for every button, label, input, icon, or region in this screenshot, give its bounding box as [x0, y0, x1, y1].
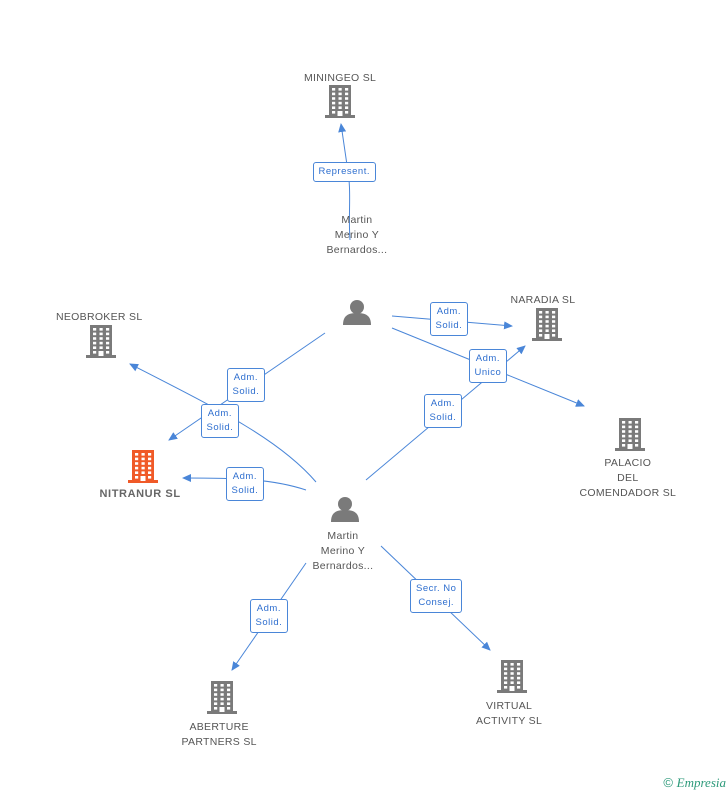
building-icon-nitranur[interactable]	[128, 450, 158, 483]
building-icon-aberture[interactable]	[207, 681, 237, 714]
building-icon-naradia[interactable]	[532, 308, 562, 341]
building-icon-virtual[interactable]	[497, 660, 527, 693]
person-icon-person2[interactable]	[331, 497, 359, 522]
node-label-person2[interactable]: Martin Merino Y Bernardos...	[312, 530, 374, 572]
node-label-person1[interactable]: Martin Merino Y Bernardos...	[326, 214, 388, 256]
copyright-symbol: ©	[663, 775, 674, 790]
edge-label-person1-miningeo[interactable]: Represent.	[312, 162, 376, 182]
node-label-palacio[interactable]: PALACIO DEL COMENDADOR SL	[579, 457, 677, 499]
edge-label-person1-nitranur[interactable]: Adm. Solid.	[226, 368, 266, 402]
edge-label-person2-neobroker[interactable]: Adm. Solid.	[200, 404, 240, 438]
building-icon-miningeo[interactable]	[325, 85, 355, 118]
building-icon-palacio[interactable]	[615, 418, 645, 451]
node-label-aberture[interactable]: ABERTURE PARTNERS SL	[181, 721, 257, 748]
node-label-miningeo[interactable]: MININGEO SL	[304, 72, 377, 84]
edge-label-person2-naradia[interactable]: Adm. Solid.	[423, 394, 463, 428]
edge-label-person1-naradia[interactable]: Adm. Solid.	[429, 302, 469, 336]
person-icon-person1[interactable]	[343, 300, 371, 325]
edge-label-person2-aberture[interactable]: Adm. Solid.	[249, 599, 289, 633]
brand-logo: Empresia	[676, 775, 726, 790]
edge-person2-neobroker	[129, 363, 317, 483]
building-icon-neobroker[interactable]	[86, 325, 116, 358]
node-label-naradia[interactable]: NARADIA SL	[510, 294, 576, 306]
edge-label-person2-nitranur[interactable]: Adm. Solid.	[225, 467, 265, 501]
node-label-nitranur[interactable]: NITRANUR SL	[99, 488, 181, 500]
node-label-neobroker[interactable]: NEOBROKER SL	[56, 311, 143, 323]
node-label-virtual[interactable]: VIRTUAL ACTIVITY SL	[476, 700, 543, 727]
edge-label-person1-palacio[interactable]: Adm. Unico	[468, 349, 508, 383]
footer-brand[interactable]: © Empresia	[663, 775, 726, 791]
edge-label-person2-virtual[interactable]: Secr. No Consej.	[410, 579, 463, 613]
